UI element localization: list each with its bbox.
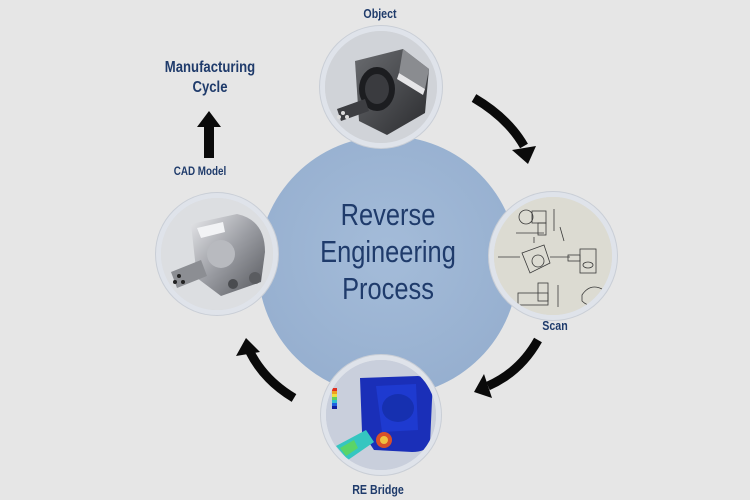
object-image: [320, 26, 442, 148]
diagram-title: Reverse Engineering Process: [281, 196, 494, 307]
title-line-3: Process: [342, 271, 434, 306]
scan-image: [489, 192, 617, 320]
title-line-2: Engineering: [320, 234, 456, 269]
scan-label: Scan: [542, 318, 568, 333]
manufacturing-cycle-label: Manufacturing Cycle: [153, 58, 268, 98]
manufacturing-label-line-1: Manufacturing: [164, 59, 256, 76]
title-line-1: Reverse: [340, 197, 436, 232]
center-circle: [258, 136, 518, 396]
simulation-render-icon: [326, 360, 436, 470]
re-bridge-label: RE Bridge: [352, 482, 404, 497]
curved-arrow-icon: [474, 337, 542, 398]
curved-arrow-icon: [471, 94, 536, 164]
arrow-up-icon: [197, 111, 221, 158]
cad-model-label: CAD Model: [173, 164, 227, 178]
manufacturing-label-line-2: Cycle: [192, 79, 228, 96]
metal-part-icon: [161, 198, 273, 310]
curved-arrow-icon: [236, 338, 297, 402]
object-label: Object: [363, 6, 397, 21]
technical-drawing-icon: [494, 197, 612, 315]
re-bridge-image: [321, 355, 441, 475]
cad-model-image: [156, 193, 278, 315]
mechanical-part-icon: [325, 31, 437, 143]
